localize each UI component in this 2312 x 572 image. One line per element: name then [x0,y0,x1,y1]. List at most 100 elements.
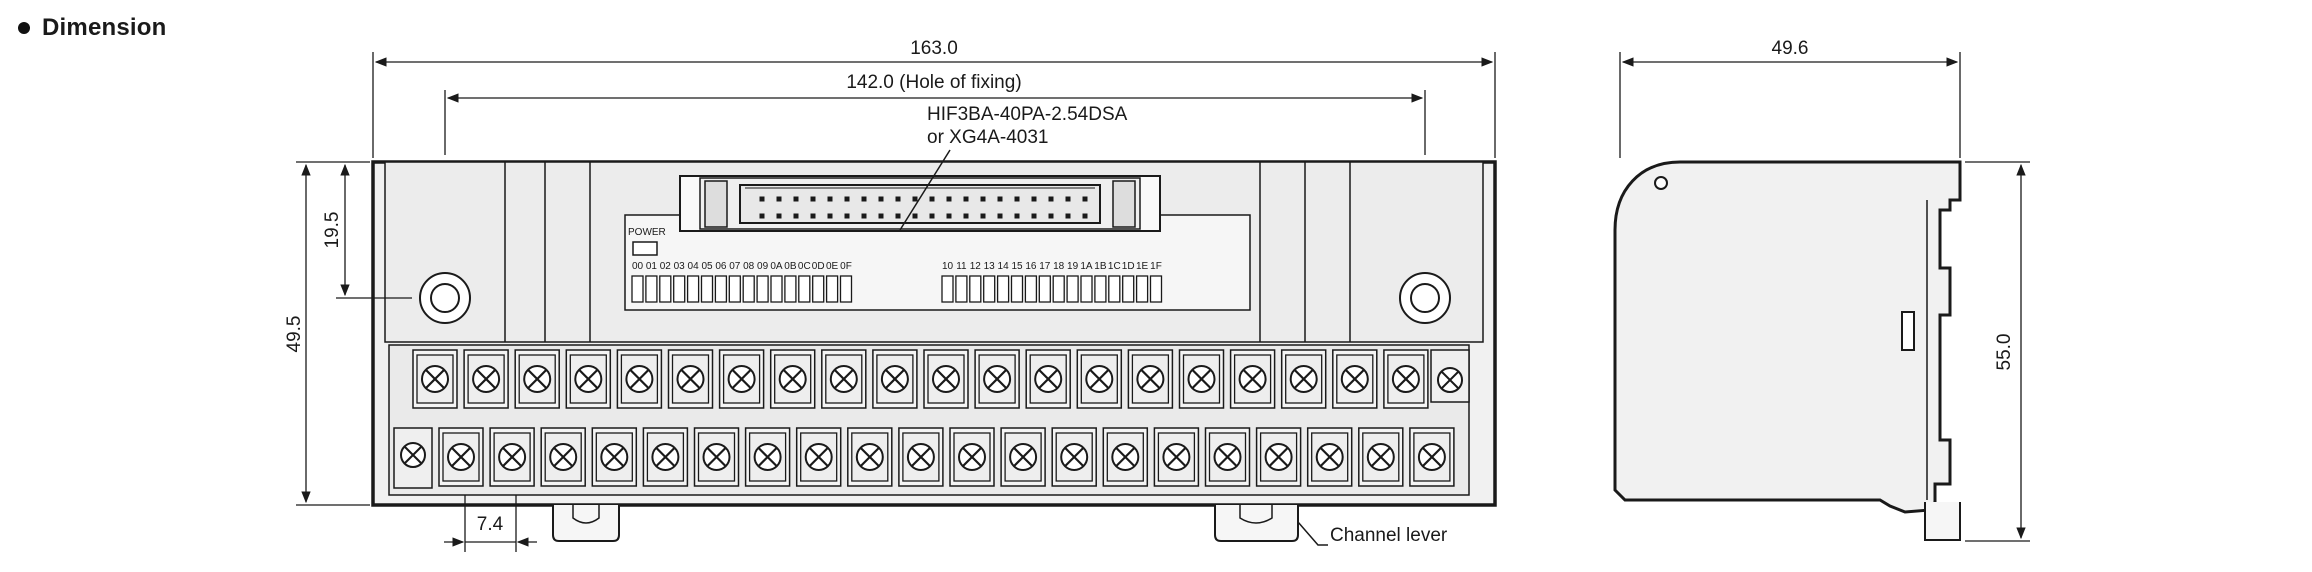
connector-label-line2: or XG4A-4031 [927,127,1048,148]
connector-pin [1014,213,1020,219]
led-indicator [955,275,968,303]
led-label: 19 [1067,261,1079,272]
led-label: 1E [1136,261,1149,272]
led-label: 1D [1122,261,1135,272]
connector-pin [1048,196,1054,202]
led-label: 1C [1108,261,1121,272]
led-label: 0A [770,261,783,272]
connector-pin [844,213,850,219]
connector-pin [929,213,935,219]
connector-pin [980,213,986,219]
led-indicator [659,275,672,303]
channel-lever-leader [1297,521,1328,546]
led-indicator [728,275,741,303]
connector-pin [793,213,799,219]
connector-pin [946,196,952,202]
terminal-screw [1025,349,1071,409]
terminal-screw [1051,427,1097,487]
dim-overall-width [372,52,1496,158]
led-label: 01 [646,261,658,272]
led-label: 04 [688,261,700,272]
terminal-screw [1280,349,1327,409]
connector-pin [895,213,901,219]
connector-pin [878,196,884,202]
dim-side-height [1965,161,2030,542]
terminal-screw [412,349,458,409]
led-indicator [756,275,769,303]
led-label: 02 [660,261,672,272]
page-title: Dimension [42,14,167,41]
connector-pin [912,213,918,219]
terminal-screw [974,349,1020,409]
fixing-hole-left [419,272,471,324]
terminal-screw [591,427,638,487]
led-indicator [941,275,954,303]
terminal-screw [1332,349,1378,409]
led-label: 0B [784,261,797,272]
connector-pin [1065,213,1071,219]
connector-pin [1031,213,1037,219]
terminal-screw [616,349,663,409]
led-indicator [700,275,714,303]
led-label: 1A [1080,261,1093,272]
dim-terminal-pitch-label: 7.4 [477,514,504,535]
led-indicator [631,275,644,303]
led-indicator [1024,275,1038,303]
connector-pin [759,196,765,202]
side-label-slot [1901,311,1915,351]
power-label: POWER [628,227,666,238]
din-rail-clip [1924,502,1961,541]
terminal-screw [667,349,714,409]
led-indicator [839,275,853,303]
terminal-screw [744,427,791,487]
connector-pin [1014,196,1020,202]
dim-terminal-pitch [444,495,537,552]
connector-pin [1048,213,1054,219]
side-body-outline [1613,160,1962,514]
connector-pin [776,213,782,219]
terminal-screw [1153,427,1200,487]
connector-pin [878,213,884,219]
led-label: 16 [1025,261,1037,272]
connector-pin [1082,213,1088,219]
ground-screw-right [1430,349,1470,403]
led-indicator [673,275,686,303]
bullet-icon [18,22,30,34]
terminal-screw [489,427,535,487]
led-indicator [1149,275,1163,303]
terminal-screw [1358,427,1404,487]
led-indicator [1052,275,1065,303]
terminal-screw [1409,427,1455,487]
led-label: 05 [701,261,713,272]
led-label: 0C [798,261,811,272]
terminal-screw [1102,427,1149,487]
led-indicator [1108,275,1121,303]
terminal-screw [1178,349,1225,409]
connector-pin [1082,196,1088,202]
connector-pin [861,196,867,202]
connector-pin [963,196,969,202]
terminal-screw [693,427,740,487]
dim-fixing-hole [444,90,1426,155]
led-indicator [983,275,996,303]
connector-pin [844,196,850,202]
connector-pin [912,196,918,202]
led-indicator [798,275,811,303]
terminal-screw [769,349,816,409]
connector-pin [929,196,935,202]
connector-pin [759,213,765,219]
led-label: 07 [729,261,741,272]
connector-pin [861,213,867,219]
led-label: 08 [743,261,755,272]
led-indicator [686,275,700,303]
terminal-screw [1383,349,1429,409]
led-indicator [1094,275,1107,303]
terminal-screw [847,427,893,487]
led-label: 0E [826,261,839,272]
terminal-screw [1127,349,1174,409]
led-label: 1F [1150,261,1162,272]
led-indicator [1010,275,1024,303]
side-view [1613,160,1962,541]
dim-top-offset [336,163,412,299]
